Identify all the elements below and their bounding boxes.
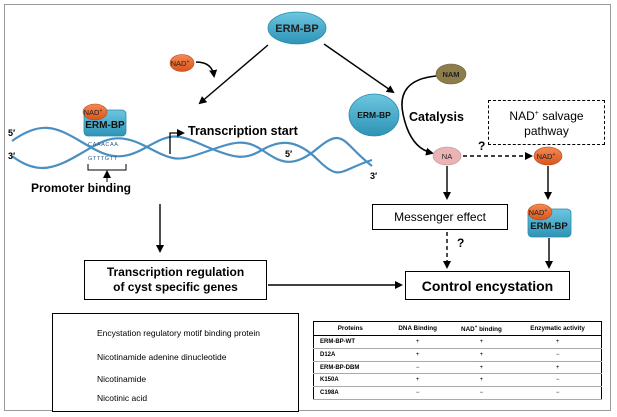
erm-bp-right-node	[348, 93, 400, 137]
transcription-regulation-box: Transcription regulation of cyst specifi…	[84, 260, 267, 300]
table-row: ERM-BP-WT + + +	[313, 335, 602, 349]
cell-dna: −	[386, 386, 449, 400]
cell-protein: C198A	[313, 386, 387, 400]
legend-text-nam: Nicotinamide	[97, 374, 147, 384]
figure-frame	[4, 4, 611, 411]
transcription-start-arrow	[169, 129, 185, 154]
catalysis-curve	[401, 75, 437, 156]
cell-nad: +	[448, 348, 515, 362]
header-enzymatic-activity: Enzymatic activity	[514, 320, 602, 337]
cell-dna: +	[386, 348, 449, 362]
question-mark-mid: ?	[457, 236, 465, 250]
nad-on-complex-right	[527, 203, 553, 221]
arrow-top-to-right	[323, 43, 395, 94]
nam-label: NAM	[442, 70, 459, 79]
erm-bp-top-label: ERM-BP	[275, 23, 318, 35]
header-proteins: Proteins	[313, 320, 387, 337]
dna-helix	[11, 126, 373, 174]
nad-right-label: NAD+	[537, 152, 556, 161]
nad-binding-curve	[195, 61, 218, 78]
legend: Encystation regulatory motif binding pro…	[52, 313, 299, 412]
strand-5-left: 5′	[8, 128, 16, 138]
strand-3-left: 3′	[8, 151, 16, 161]
cell-dna: +	[386, 373, 449, 388]
cell-protein: ERM-BP-WT	[313, 335, 387, 349]
mutant-properties-table: Proteins DNA Binding NAD+ binding Enzyma…	[313, 320, 602, 400]
cell-protein: K150A	[313, 373, 387, 388]
cell-enzymatic: −	[514, 348, 602, 362]
messenger-effect-box: Messenger effect	[372, 204, 508, 230]
header-dna-binding: DNA Binding	[386, 320, 449, 337]
erm-bp-right-label: ERM-BP	[357, 110, 391, 120]
table-row: C198A − − −	[313, 386, 602, 400]
erm-bp-top-node	[267, 11, 327, 45]
nad-on-complex-left	[82, 103, 108, 121]
cell-protein: D12A	[313, 348, 387, 362]
cell-enzymatic: −	[514, 386, 602, 400]
na-node	[432, 146, 462, 166]
table-header-row: Proteins DNA Binding NAD+ binding Enzyma…	[313, 320, 602, 337]
cell-dna: +	[386, 335, 449, 349]
table-row: ERM-BP-DBM − + +	[313, 361, 602, 375]
legend-text-nad: Nicotinamide adenine dinucleotide	[97, 352, 227, 362]
arrow-top-to-left	[198, 44, 269, 105]
erm-bp-complex-right-label: ERM-BP	[530, 221, 568, 232]
transcription-start-label: Transcription start	[188, 124, 298, 138]
na-label: NA	[442, 152, 452, 161]
nad-right-node	[533, 146, 563, 166]
cell-enzymatic: −	[514, 373, 602, 388]
nad-on-complex-left-label: NAD+	[84, 108, 103, 117]
cell-dna: −	[386, 361, 449, 375]
catalysis-label: Catalysis	[409, 110, 464, 124]
erm-bp-complex-left-label: ERM-BP	[85, 120, 125, 131]
promoter-bracket	[87, 164, 127, 171]
legend-text-na: Nicotinic acid	[97, 393, 148, 403]
legend-text-erm-bp: Encystation regulatory motif binding pro…	[97, 328, 261, 338]
cell-nad: +	[448, 373, 515, 388]
cell-protein: ERM-BP-DBM	[313, 361, 387, 375]
nam-node	[435, 63, 467, 85]
header-nad-binding: NAD+ binding	[448, 320, 515, 337]
table-row: D12A + + −	[313, 348, 602, 362]
table-row: K150A + + −	[313, 373, 602, 388]
nad-small-node	[169, 54, 195, 72]
motif-bottom: GTTTGTT	[88, 156, 118, 162]
strand-3-right: 3′	[370, 171, 378, 181]
cell-enzymatic: +	[514, 361, 602, 375]
control-encystation-box: Control encystation	[405, 271, 570, 300]
promoter-binding-label: Promoter binding	[31, 181, 131, 195]
nad-salvage-pathway-box: NAD+ salvage pathway	[488, 100, 605, 145]
cell-nad: +	[448, 335, 515, 349]
cell-enzymatic: +	[514, 335, 602, 349]
cell-nad: +	[448, 361, 515, 375]
nad-small-label: NAD+	[171, 59, 190, 68]
strand-5-right: 5′	[285, 149, 293, 159]
question-mark-top: ?	[478, 139, 486, 153]
nad-on-complex-right-label: NAD+	[529, 208, 548, 217]
cell-nad: −	[448, 386, 515, 400]
motif-top: CAAACAA	[88, 142, 119, 148]
